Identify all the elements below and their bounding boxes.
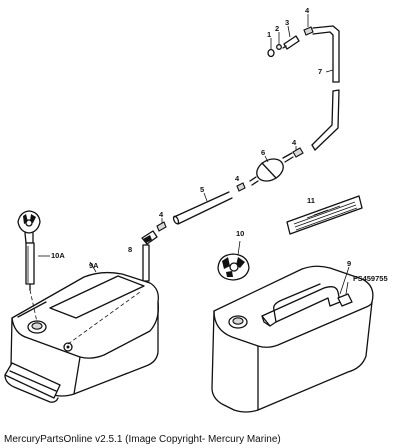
callout-4-middle: 4 (235, 174, 240, 183)
part-6-fuel-filter (249, 152, 294, 186)
callout-1: 1 (267, 30, 271, 39)
part-10-fuel-gauge (217, 240, 250, 281)
callout-11: 11 (307, 196, 315, 205)
part-4-clamp-left (156, 218, 167, 232)
callout-9a: 9A (89, 261, 99, 270)
callout-5: 5 (200, 185, 204, 194)
callout-10: 10 (236, 229, 244, 238)
callout-4-left: 4 (159, 210, 164, 219)
part-9-fuel-tank (211, 265, 374, 413)
part-1-clamp (267, 38, 275, 58)
part-2-o-ring (276, 32, 282, 50)
callout-4-right: 4 (292, 138, 297, 147)
part-3-connector (282, 25, 300, 50)
part-4-clamp-top (303, 14, 314, 36)
part-10a-fuel-gauge (17, 210, 50, 291)
part-7-hose (311, 25, 340, 151)
callout-3: 3 (285, 18, 289, 27)
figure-code: FS459755 (353, 274, 388, 283)
callout-7: 7 (318, 67, 322, 76)
callout-9: 9 (347, 259, 351, 268)
callout-10a: 10A (51, 251, 65, 260)
copyright-footer: MercuryPartsOnline v2.5.1 (Image Copyrig… (4, 434, 281, 445)
part-11-decal (286, 195, 363, 235)
part-9a-fuel-tank (4, 261, 159, 403)
callout-6: 6 (261, 148, 265, 157)
callout-8: 8 (128, 245, 132, 254)
callout-2: 2 (275, 24, 279, 33)
callout-4-top: 4 (305, 6, 310, 15)
part-5-hose (172, 191, 233, 225)
part-4-clamp-middle (236, 182, 246, 192)
part-8-connector (141, 230, 158, 287)
part-4-clamp-right (292, 146, 304, 158)
